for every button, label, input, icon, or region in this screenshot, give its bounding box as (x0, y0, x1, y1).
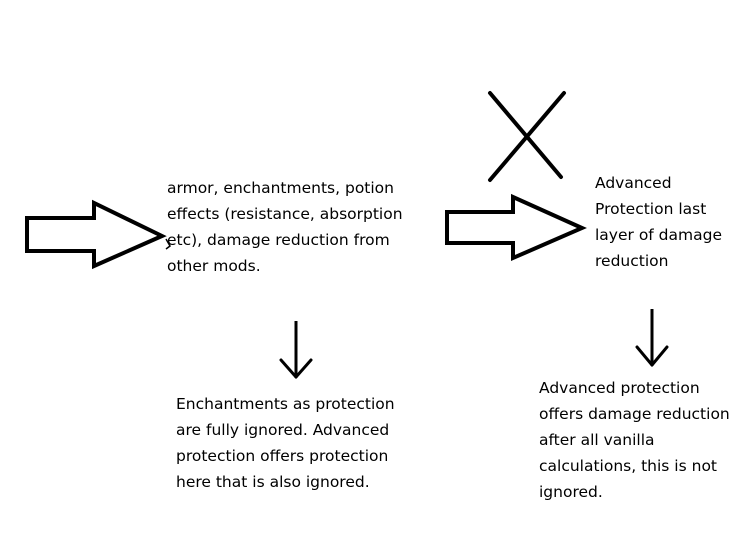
down-arrow-right-icon (635, 309, 669, 367)
text-line: effects (resistance, absorption (167, 205, 403, 223)
advanced-protection-text: Advanced Protection last layer of damage… (595, 170, 722, 274)
text-line: Protection last (595, 200, 707, 218)
text-line: etc), damage reduction from (167, 231, 390, 249)
text-line: layer of damage (595, 226, 722, 244)
text-line: ignored. (539, 483, 603, 501)
text-line: offers damage reduction (539, 405, 730, 423)
enchantments-ignored-text: Enchantments as protection are fully ign… (176, 391, 395, 495)
text-line: here that is also ignored. (176, 473, 370, 491)
damage-sources-text: armor, enchantments, potion effects (res… (167, 175, 403, 279)
text-line: reduction (595, 252, 669, 270)
left-input-arrow-icon (25, 199, 167, 270)
text-line: calculations, this is not (539, 457, 718, 475)
text-line: Advanced (595, 174, 672, 192)
down-arrow-left-icon (279, 321, 313, 379)
cursor-mark-icon (165, 238, 171, 250)
not-ignored-text: Advanced protection offers damage reduct… (539, 375, 730, 505)
cross-mark-icon (488, 91, 566, 182)
text-line: other mods. (167, 257, 261, 275)
text-line: protection offers protection (176, 447, 389, 465)
text-line: armor, enchantments, potion (167, 179, 394, 197)
text-line: Enchantments as protection (176, 395, 395, 413)
text-line: Advanced protection (539, 379, 700, 397)
text-line: are fully ignored. Advanced (176, 421, 390, 439)
text-line: after all vanilla (539, 431, 655, 449)
middle-flow-arrow-icon (445, 193, 587, 262)
